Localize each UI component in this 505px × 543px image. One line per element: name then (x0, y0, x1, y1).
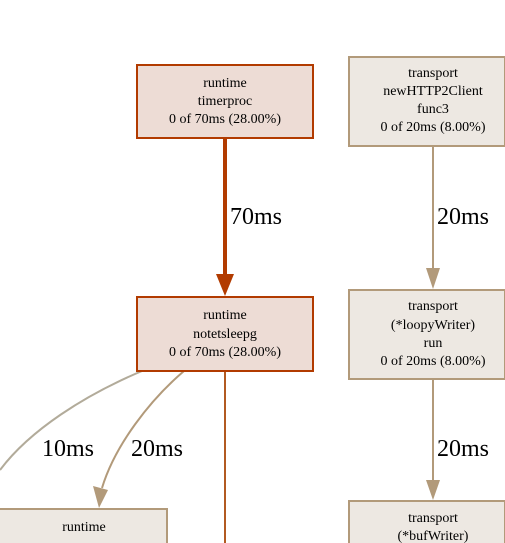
arrowhead-icon (426, 268, 440, 289)
edge-label: 20ms (437, 436, 489, 462)
node-label-line: run (424, 336, 443, 351)
node-box (348, 56, 505, 147)
edge-notetsleepg-10ms[interactable]: 10ms (0, 370, 143, 471)
node-label-line: transport (408, 299, 458, 314)
node-box (136, 296, 314, 372)
node-label-line: func3 (417, 102, 449, 117)
node-label-line: 0 of 20ms (8.00%) (381, 120, 486, 135)
edge-line (101, 370, 185, 489)
arrowhead-icon (93, 486, 108, 508)
edge-http2client-to-loopywriter[interactable]: 20ms (426, 146, 489, 289)
node-runtime-timerproc[interactable]: runtime timerproc 0 of 70ms (28.00%) (136, 64, 314, 139)
node-transport-newhttp2client-func3[interactable]: transport newHTTP2Client func3 0 of 20ms… (348, 56, 505, 147)
node-label-line: runtime (62, 520, 106, 535)
arrowhead-icon (426, 480, 440, 500)
node-box (348, 289, 505, 380)
node-label-line: timerproc (198, 94, 252, 109)
node-label-line: (*bufWriter) (398, 529, 469, 543)
node-runtime-bottom-left[interactable]: runtime (0, 508, 168, 543)
edge-label: 20ms (131, 436, 183, 462)
node-label-line: 0 of 70ms (28.00%) (169, 345, 281, 360)
node-transport-loopywriter-run[interactable]: transport (*loopyWriter) run 0 of 20ms (… (348, 289, 505, 380)
edge-loopywriter-to-bufwriter[interactable]: 20ms (426, 379, 489, 500)
node-box (0, 508, 168, 543)
arrowhead-icon (216, 274, 234, 296)
node-label-line: runtime (203, 308, 247, 323)
node-box (348, 500, 505, 543)
edge-line (0, 370, 143, 471)
node-box (136, 64, 314, 139)
edge-notetsleepg-20ms[interactable]: 20ms (93, 370, 185, 508)
node-label-line: transport (408, 66, 458, 81)
edge-timerproc-to-notetsleepg[interactable]: 70ms (216, 138, 282, 296)
node-label-line: (*loopyWriter) (391, 318, 476, 333)
node-label-line: notetsleepg (193, 327, 257, 342)
edge-label: 70ms (230, 204, 282, 230)
node-label-line: newHTTP2Client (383, 84, 483, 99)
node-runtime-notetsleepg[interactable]: runtime notetsleepg 0 of 70ms (28.00%) (136, 296, 314, 372)
edge-label: 10ms (42, 436, 94, 462)
edge-label: 20ms (437, 204, 489, 230)
node-label-line: transport (408, 511, 458, 526)
node-transport-bufwriter[interactable]: transport (*bufWriter) (348, 500, 505, 543)
node-label-line: 0 of 20ms (8.00%) (381, 354, 486, 369)
node-label-line: runtime (203, 76, 247, 91)
node-label-line: 0 of 70ms (28.00%) (169, 112, 281, 127)
